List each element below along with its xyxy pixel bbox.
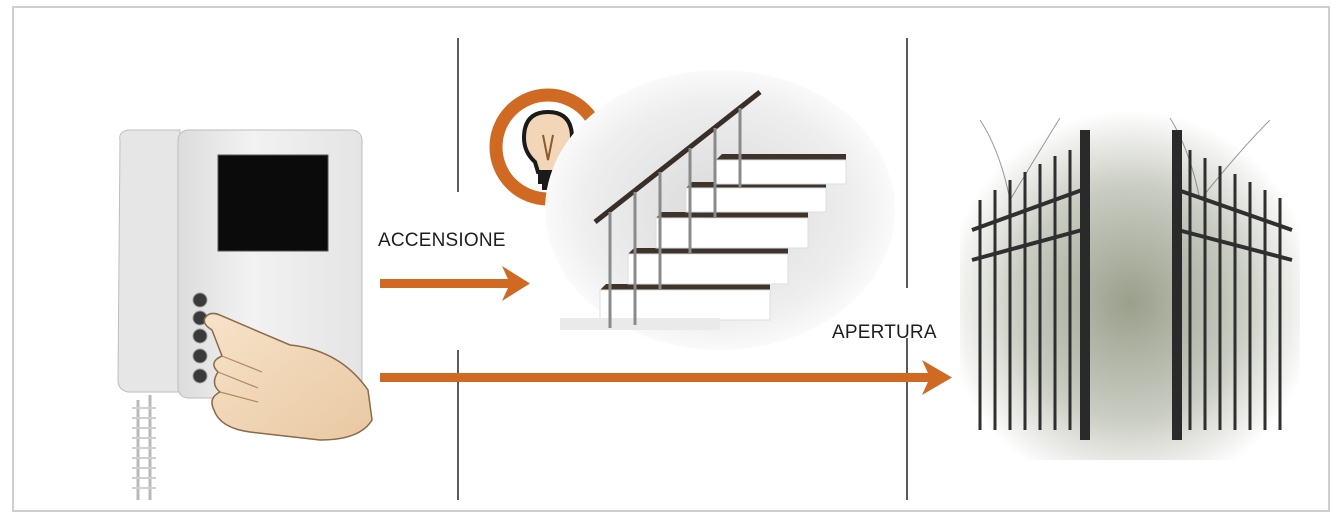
iron-gate (960, 110, 1300, 460)
arrow-accensione (380, 266, 530, 301)
label-accensione: ACCENSIONE (378, 230, 506, 251)
arrow-apertura (380, 360, 952, 395)
divider-left (457, 38, 459, 500)
divider-right (906, 38, 908, 500)
label-apertura: APERTURA (832, 322, 937, 343)
intercom-monitor (117, 129, 363, 500)
pointing-hand (203, 312, 373, 441)
staircase (545, 70, 895, 350)
